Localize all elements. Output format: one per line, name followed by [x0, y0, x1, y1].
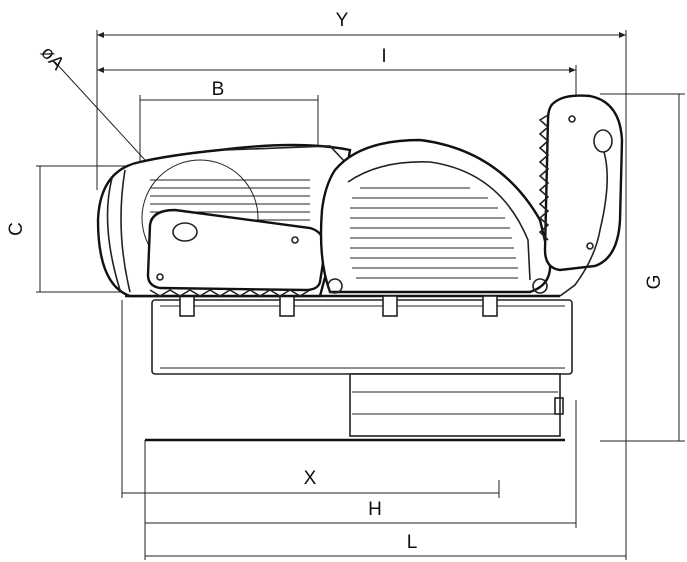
dim-label-g: G [644, 275, 665, 290]
slicer-machine [96, 94, 624, 442]
pusher-teeth [538, 114, 550, 241]
dim-label-h: H [368, 499, 382, 520]
dim-label-x: X [304, 468, 317, 489]
dimension-labels: Y I øA B C G X H L [6, 10, 665, 553]
dim-label-c: C [6, 222, 27, 236]
guard-ribs [350, 187, 518, 279]
dim-label-a: øA [36, 42, 68, 74]
dim-label-b: B [212, 79, 225, 100]
dim-label-i: I [381, 46, 386, 67]
dim-label-y: Y [336, 10, 349, 31]
dim-label-l: L [407, 532, 418, 553]
